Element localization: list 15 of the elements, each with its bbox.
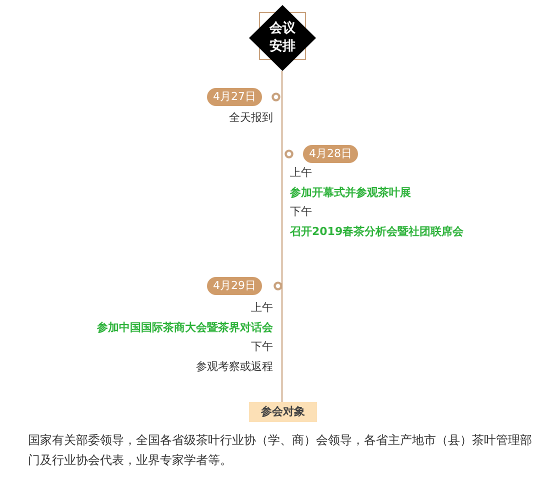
activity-text: 参加开幕式并参观茶叶展 [290, 184, 411, 200]
activity-text: 召开2019春茶分析会暨社团联席会 [290, 224, 464, 240]
time-label: 上午 [251, 300, 273, 316]
date-pill: 4月29日 [207, 277, 262, 295]
date-pill: 4月27日 [207, 88, 262, 106]
time-label: 下午 [251, 339, 273, 355]
time-label: 上午 [290, 165, 312, 181]
timeline-line [281, 71, 283, 402]
description-paragraph: 国家有关部委领导，全国各省级茶叶行业协（学、商）会领导，各省主产地市（县）茶叶管理部门及行业协会代表，业界专家学者等。 [28, 432, 533, 469]
activity-text: 全天报到 [229, 110, 273, 126]
activity-text: 参观考察或返程 [196, 358, 273, 374]
time-label: 下午 [290, 204, 312, 220]
date-pill: 4月28日 [303, 145, 358, 163]
activity-text: 参加中国国际茶商大会暨茶界对话会 [97, 320, 273, 336]
section-tag: 参会对象 [249, 402, 317, 422]
